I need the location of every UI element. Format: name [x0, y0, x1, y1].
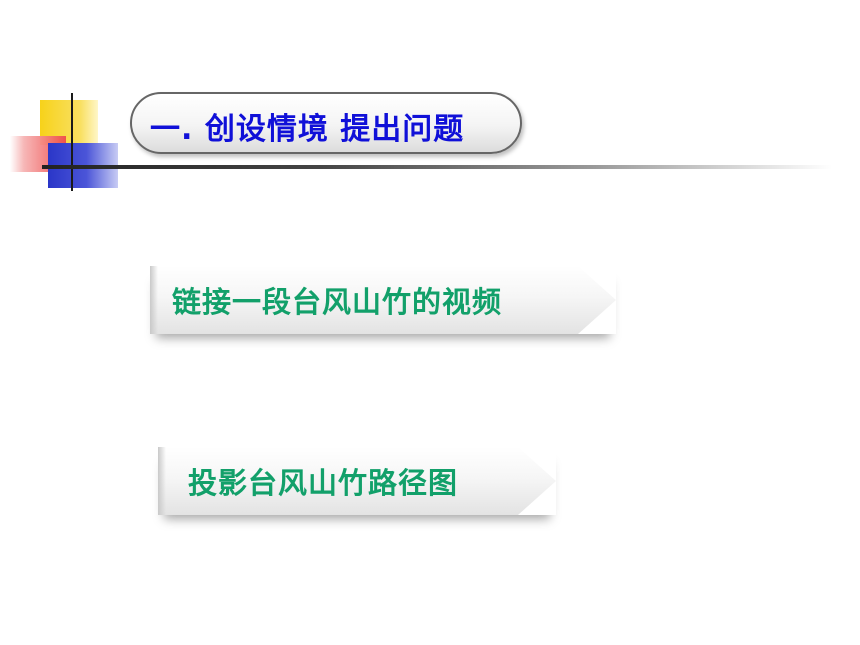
decor-vertical-line	[71, 93, 73, 191]
section-title: 一. 创设情境 提出问题	[150, 112, 465, 147]
arrow-edge	[150, 266, 158, 334]
arrow-item-label: 链接一段台风山竹的视频	[172, 285, 503, 319]
title-underline	[42, 165, 832, 169]
section-title-pill: 一. 创设情境 提出问题	[130, 92, 522, 154]
arrow-item-label: 投影台风山竹路径图	[188, 466, 459, 500]
arrow-shape	[150, 266, 616, 334]
arrow-item-video[interactable]: 链接一段台风山竹的视频	[150, 266, 616, 334]
arrow-item-path-map[interactable]: 投影台风山竹路径图	[158, 447, 556, 515]
arrow-edge	[158, 447, 166, 515]
arrow-shape	[158, 447, 556, 515]
